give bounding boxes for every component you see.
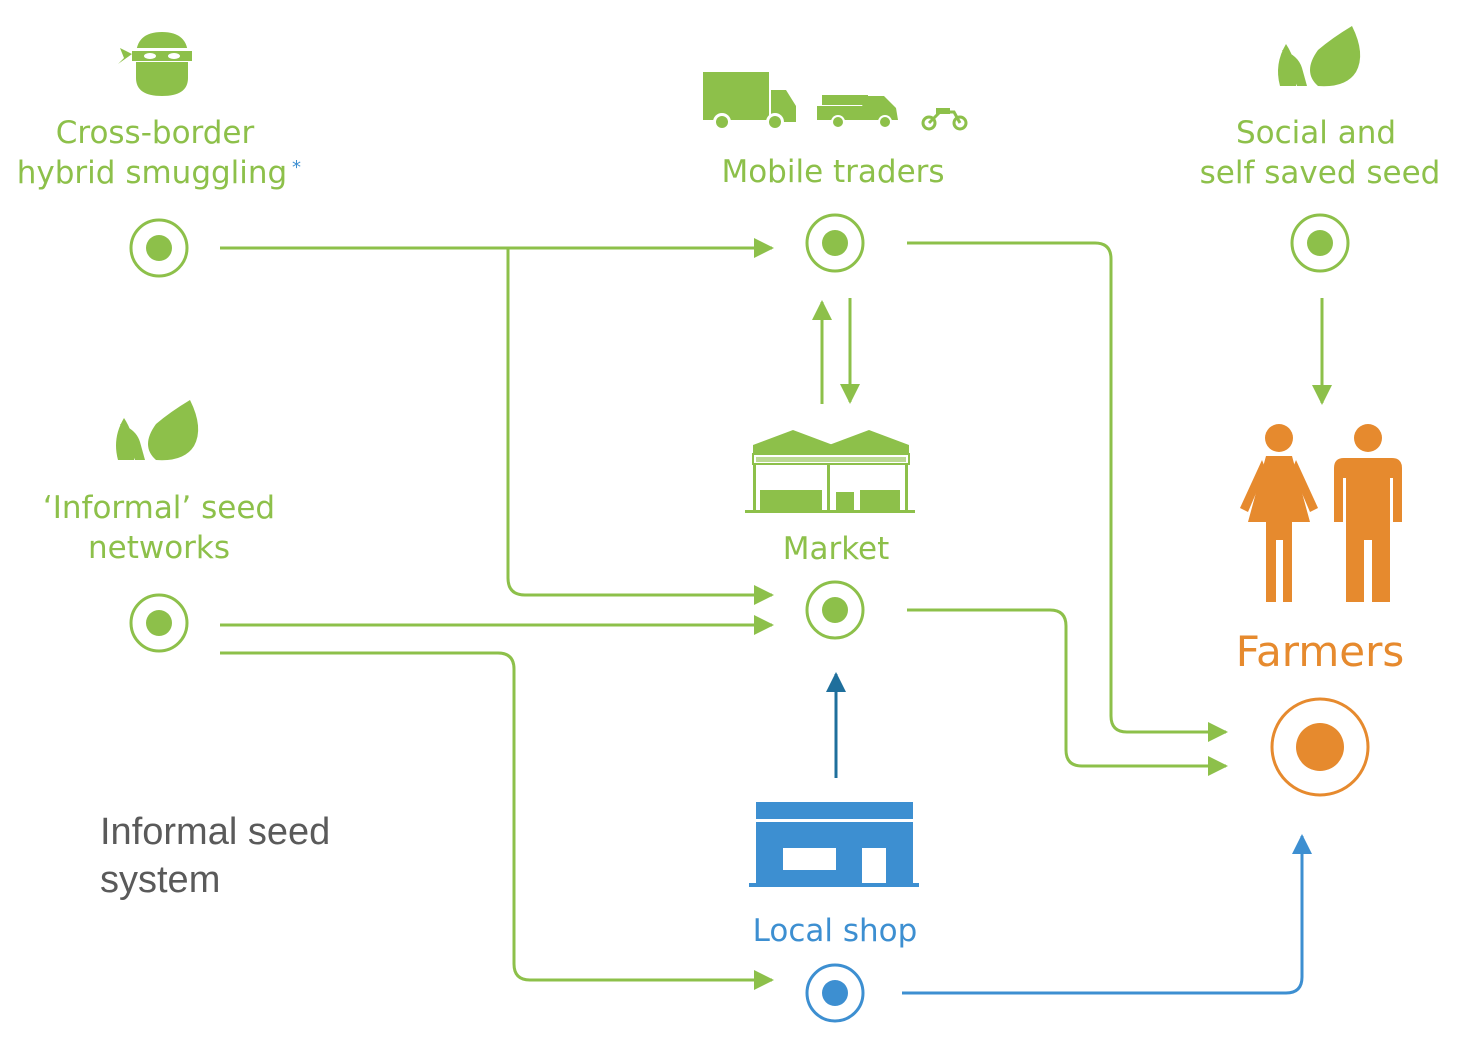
leaves-icon — [116, 400, 199, 461]
market-stalls-icon — [745, 430, 915, 513]
mobile-traders-label: Mobile traders — [721, 154, 944, 190]
farmers-label: Farmers — [1236, 627, 1404, 676]
node-local-shop: Local shop — [749, 802, 919, 1023]
arrow-local-shop-to-farmers — [902, 834, 1312, 995]
arrow-market-to-farmers — [907, 608, 1228, 776]
node-social-seed: Social and self saved seed — [1200, 26, 1441, 273]
diagram-caption: Informal seed system — [100, 808, 420, 904]
social-seed-label-line2: self saved seed — [1200, 155, 1441, 191]
pickup-truck-icon — [817, 95, 898, 129]
informal-networks-label-line2: networks — [88, 530, 230, 566]
arrow-smuggling-to-market — [506, 248, 774, 605]
informal-networks-label-line1: ‘Informal’ seed — [43, 490, 275, 526]
node-mobile-traders: Mobile traders — [703, 72, 968, 273]
flow-arrows — [220, 238, 1332, 995]
smuggling-label-line1: Cross-border — [56, 115, 255, 151]
motorbike-icon — [921, 108, 968, 131]
smuggling-footnote-marker: * — [292, 157, 301, 178]
node-dot-market — [805, 580, 865, 640]
node-farmers: Farmers — [1236, 424, 1404, 797]
node-dot-smuggling — [129, 218, 189, 278]
node-dot-farmers — [1270, 697, 1370, 797]
market-label: Market — [783, 531, 890, 567]
arrow-informal-networks-to-local-shop — [220, 651, 774, 990]
social-seed-label-line1: Social and — [1236, 115, 1396, 151]
smuggling-label-line2: hybrid smuggling — [17, 155, 287, 191]
shop-icon — [749, 802, 919, 887]
node-market: Market — [745, 430, 915, 640]
node-informal-networks: ‘Informal’ seed networks — [43, 400, 275, 653]
node-dot-mobile-traders — [805, 213, 865, 273]
farmers-people-icon — [1240, 424, 1402, 602]
local-shop-label: Local shop — [753, 913, 918, 949]
node-dot-local-shop — [805, 963, 865, 1023]
node-dot-informal-networks — [129, 593, 189, 653]
masked-face-icon — [118, 32, 192, 96]
truck-icon — [703, 72, 796, 131]
caption-line1: Informal seed — [100, 811, 331, 853]
arrow-mobile-traders-to-farmers — [907, 241, 1228, 742]
caption-line2: system — [100, 859, 221, 901]
leaves-icon — [1278, 26, 1361, 87]
node-dot-social-seed — [1290, 213, 1350, 273]
node-smuggling: Cross-border hybrid smuggling * — [17, 32, 301, 278]
